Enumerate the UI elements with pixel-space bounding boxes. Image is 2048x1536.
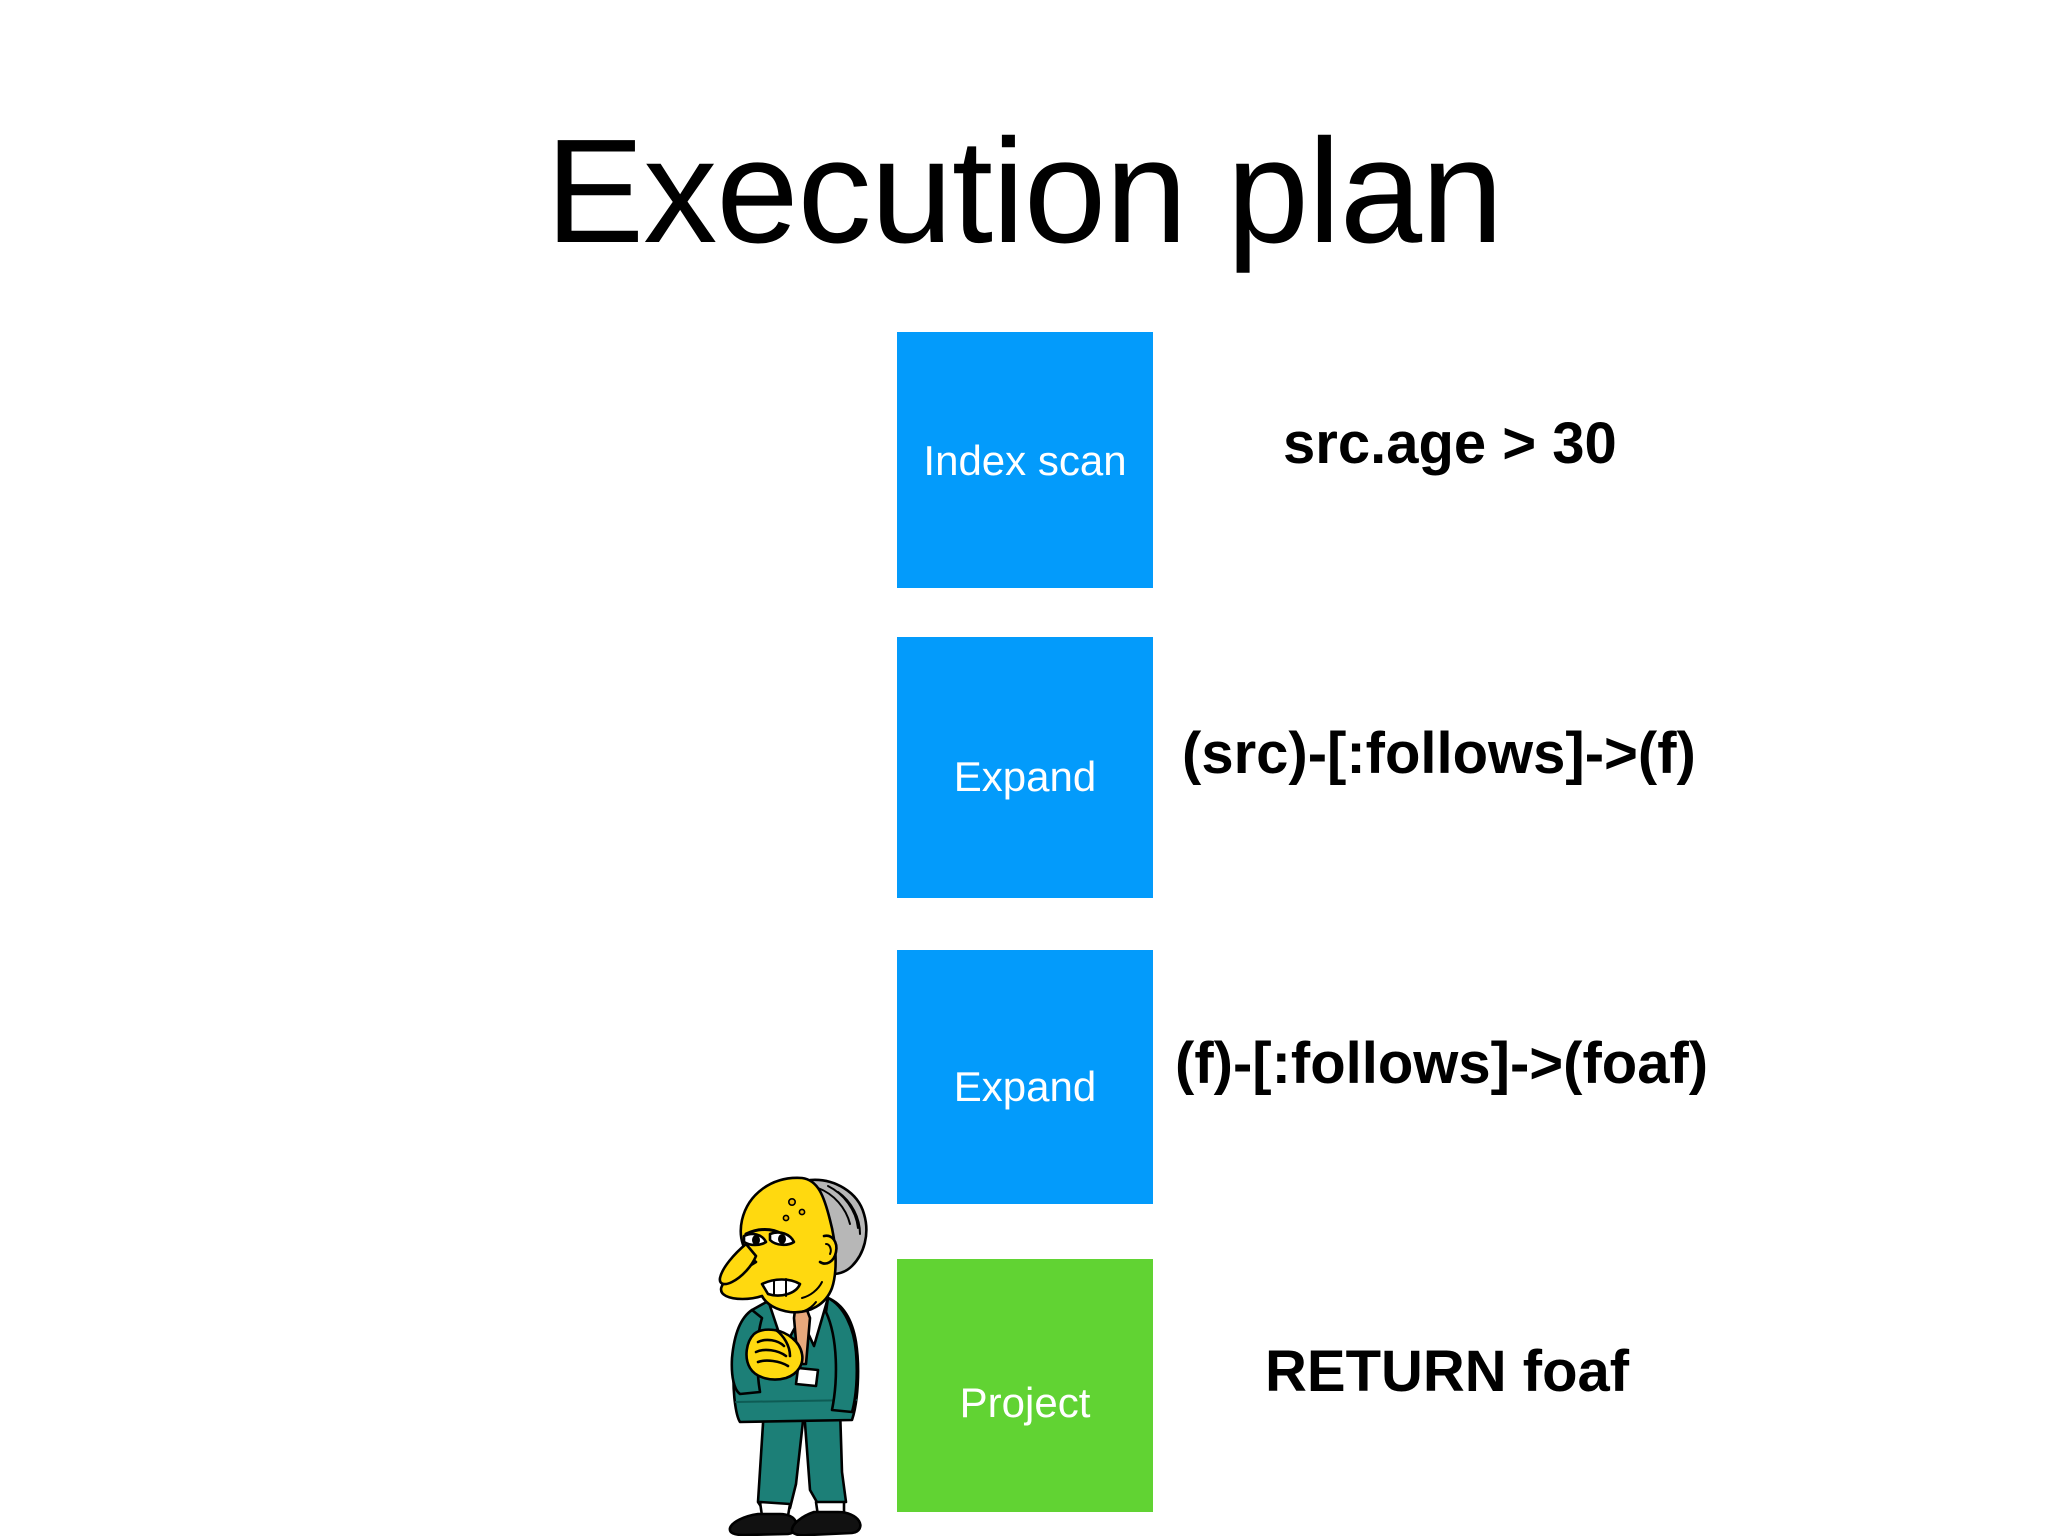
plan-step-project[interactable]: Project 33 (897, 1259, 1153, 1512)
plan-step-annotation-index-scan: src.age > 30 (1283, 411, 1617, 476)
plan-step-annotation-expand-2: (f)-[:follows]->(foaf) (1175, 1031, 1709, 1096)
plan-step-annotation-project: RETURN foaf (1265, 1339, 1630, 1404)
plan-step-label: Expand (953, 753, 1097, 800)
plan-step-expand-1[interactable]: Expand (897, 637, 1153, 898)
plan-step-label: Project (959, 1379, 1091, 1426)
plan-step-expand-2[interactable]: Expand (897, 950, 1153, 1204)
plan-step-label: Expand (953, 1063, 1097, 1110)
plan-step-label: Index scan (923, 437, 1127, 484)
plan-step-annotation-expand-1: (src)-[:follows]->(f) (1182, 721, 1696, 786)
mr-burns-cartoon-icon (706, 1172, 906, 1536)
page-title: Execution plan (545, 109, 1504, 274)
plan-step-index-scan[interactable]: Index scan (897, 332, 1153, 588)
